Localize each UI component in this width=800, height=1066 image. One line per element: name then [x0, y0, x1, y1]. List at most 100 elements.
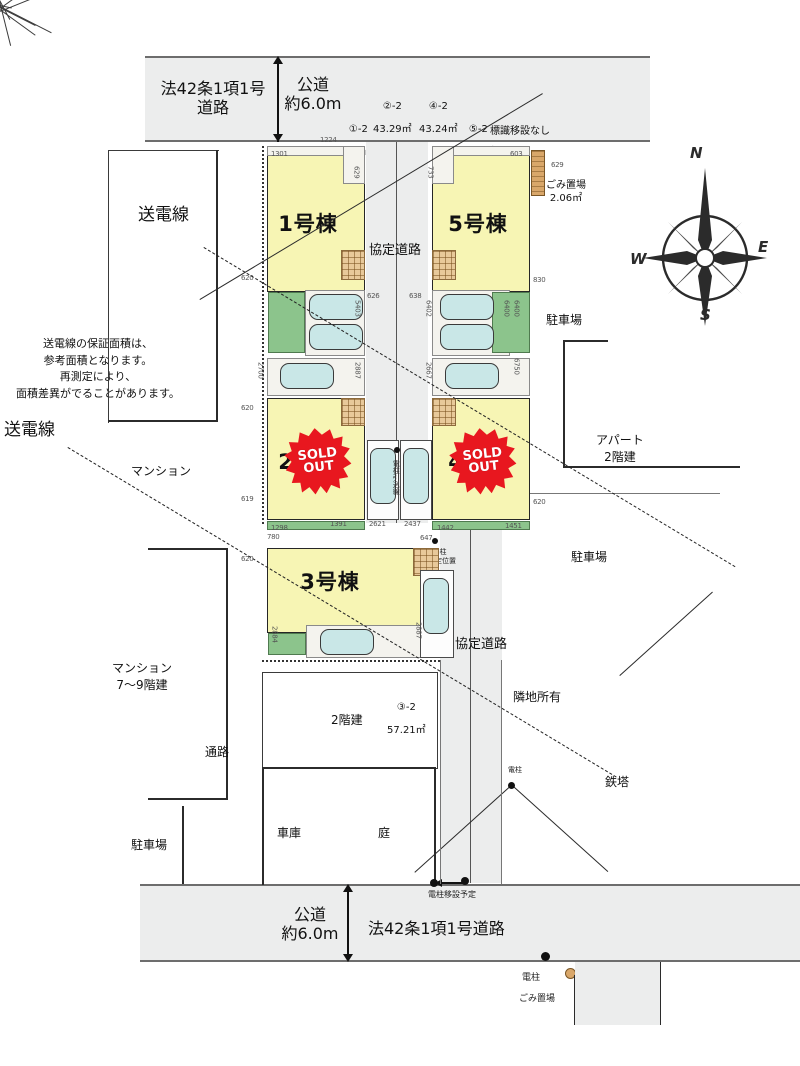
dim-right-6750: 6750 — [512, 358, 521, 375]
lot-5-car-3 — [445, 363, 499, 389]
site-edge-to-bottom-road-right2 — [501, 660, 503, 884]
area-value-4-2: 43.24㎡ — [419, 124, 458, 136]
bottom-road-width-label: 公道 約6.0m — [281, 905, 339, 943]
lot-5-car-1 — [440, 294, 494, 320]
parking-label-2: 駐車場 — [571, 550, 608, 564]
compass-east-label: E — [758, 238, 769, 256]
apartment-bottom-edge — [563, 466, 740, 468]
area-mark-4-2: ④-2 — [428, 100, 448, 112]
area-mark-5-2: ⑤-2 — [468, 123, 488, 135]
garage-label: 車庫 — [277, 826, 302, 840]
power-line-label-1: 送電線 — [138, 205, 189, 225]
dim-1391: 1391 — [330, 520, 347, 528]
dim-top-1224: 1224 — [320, 136, 337, 144]
lot-1-garden — [268, 292, 305, 353]
lot-1-side-strip — [343, 146, 365, 184]
sign-move-note: 標識移設なし — [490, 126, 550, 137]
top-road-arrow-head-up — [273, 56, 283, 64]
dim-2667: 2667 — [424, 362, 433, 379]
area-mark-2-2: ②-2 — [382, 100, 402, 112]
dim-1442: 1442 — [437, 524, 454, 532]
dim-638: 638 — [409, 292, 422, 300]
garage-yard-top-edge — [262, 767, 436, 769]
mansion-2-right-edge — [226, 548, 228, 800]
parking-label-3: 駐車場 — [131, 838, 168, 852]
dim-733: 733 — [426, 166, 435, 179]
dim-629: 629 — [352, 166, 361, 179]
compass-rose: N E W S — [630, 144, 770, 330]
bottom-road-width-arrow — [347, 886, 349, 960]
compass-south-label: S — [700, 306, 711, 324]
private-road-center-line-lower — [470, 523, 472, 883]
tower-leg-3 — [619, 591, 713, 676]
lot-3-car-2 — [423, 578, 449, 634]
private-road-label-upper: 協定道路 — [369, 243, 422, 258]
two-story-label: 2階建 — [331, 713, 363, 727]
center-car-left — [370, 448, 396, 504]
mansion-2-top-edge — [148, 548, 228, 550]
compass-svg — [643, 168, 767, 326]
dim-629-right: 629 — [551, 161, 564, 169]
dim-right-830: 830 — [533, 276, 546, 284]
top-public-road — [145, 56, 650, 142]
dim-2621: 2621 — [369, 520, 386, 528]
mansion-1-outline — [108, 150, 219, 423]
top-road-law-label: 法42条1項1号 道路 — [160, 79, 266, 117]
area-value-2-2: 43.29㎡ — [373, 124, 412, 136]
left-context-line-top — [182, 806, 184, 884]
dim-647: 647 — [420, 534, 433, 542]
bottom-road-law-label: 法42条1項1号道路 — [368, 919, 505, 938]
pole-move-arrow — [437, 882, 463, 884]
dim-6402: 6402 — [424, 300, 433, 317]
compass-west-label: W — [630, 250, 647, 268]
private-road-center-line-upper — [396, 142, 398, 523]
dim-2887b: 2887 — [414, 622, 423, 639]
lot-5-garden — [492, 292, 530, 353]
boundary-green-strip-left — [267, 521, 365, 530]
gomi-area-top — [531, 150, 545, 196]
pole-move-arrow-head — [435, 879, 442, 887]
dim-2884: 2884 — [270, 626, 279, 643]
gomi-top-label: ごみ置場 2.06㎡ — [546, 180, 586, 204]
dim-right-1451: 1451 — [505, 522, 522, 530]
gomi-bottom-label: ごみ置場 — [519, 994, 556, 1004]
tower-leg-1 — [511, 783, 609, 872]
yard-label: 庭 — [378, 826, 391, 840]
area-label-4-2: ④-2 43.24㎡ — [406, 89, 458, 148]
sold-out-line-2b: OUT — [467, 458, 500, 477]
lot-5-label: 5号棟 — [448, 212, 508, 236]
bottom-road-arrow-head-up — [343, 884, 353, 892]
dim-2437: 2437 — [404, 520, 421, 528]
power-line-note: 送電線の保証面積は、 参考面積となります。 再測定により、 面積差異がでることが… — [16, 337, 180, 400]
lot-3-garden — [268, 633, 306, 655]
dim-2887: 2887 — [353, 362, 362, 379]
bottom-right-parcel-fill — [575, 962, 660, 1025]
lot-1-label: 1号棟 — [278, 212, 338, 236]
pole-move-label: 電柱移設予定 — [428, 890, 476, 899]
mansion-1-right-edge — [216, 150, 218, 422]
site-bottom-boundary — [262, 660, 442, 662]
pole-planned-dot — [432, 538, 438, 544]
power-line-label-2: 送電線 — [4, 420, 55, 440]
area-value-3-2: 57.21㎡ — [387, 725, 426, 737]
parking-label-1: 駐車場 — [546, 313, 583, 327]
lot-1-car-3 — [280, 363, 334, 389]
dim-left-620a: 620 — [241, 274, 254, 282]
mansion-1-label: マンション — [131, 464, 192, 478]
lot-3-car-1 — [320, 629, 374, 655]
area-mark-1-2: ①-2 — [348, 123, 368, 135]
area-label-2-2: ②-2 43.29㎡ — [360, 89, 412, 148]
compass-north-label: N — [690, 144, 703, 162]
area-label-3-2: ③-2 57.21㎡ — [374, 690, 426, 749]
dim-left-780: 780 — [267, 533, 280, 541]
pole-lead-in-dot — [394, 447, 400, 453]
pole-lead-in-label: 電柱引込線 — [392, 460, 401, 495]
utility-pole-bottom-dot — [541, 952, 550, 961]
top-road-width-label: 公道 約6.0m — [284, 75, 342, 113]
dim-right-620: 620 — [533, 498, 546, 506]
lot-5-car-2 — [440, 324, 494, 350]
center-car-right — [403, 448, 429, 504]
mansion-2-bottom-edge — [148, 798, 228, 800]
neighbor-owned-label: 隣地所有 — [513, 690, 562, 704]
